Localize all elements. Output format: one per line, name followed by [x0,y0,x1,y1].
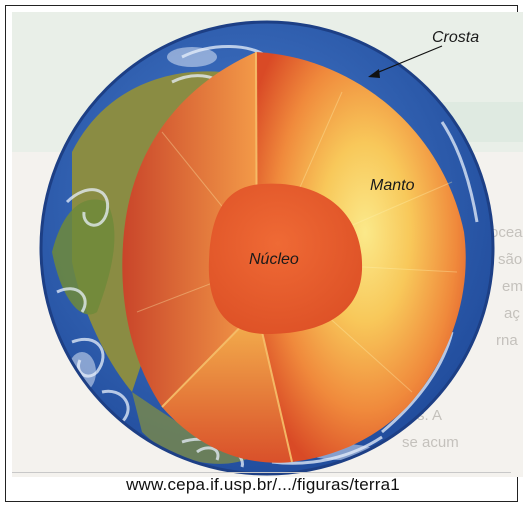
figure-divider [12,472,511,473]
svg-text:em: em [502,278,523,295]
svg-text:rna: rna [496,332,518,349]
core-label: Núcleo [249,251,299,268]
source-caption: www.cepa.if.usp.br/.../figuras/terra1 [0,475,526,495]
svg-text:aç: aç [504,305,520,322]
svg-text:se acum: se acum [402,434,459,451]
earth-diagram: ocea são em aç rna nuas c o orgânic odos… [12,12,523,477]
earth-cutaway-figure: ocea são em aç rna nuas c o orgânic odos… [12,12,523,477]
crust-label: Crosta [432,29,479,46]
svg-text:são: são [498,251,522,268]
figure-frame: ocea são em aç rna nuas c o orgânic odos… [5,5,518,502]
svg-text:ocea: ocea [490,224,523,241]
mantle-label: Manto [370,177,415,194]
